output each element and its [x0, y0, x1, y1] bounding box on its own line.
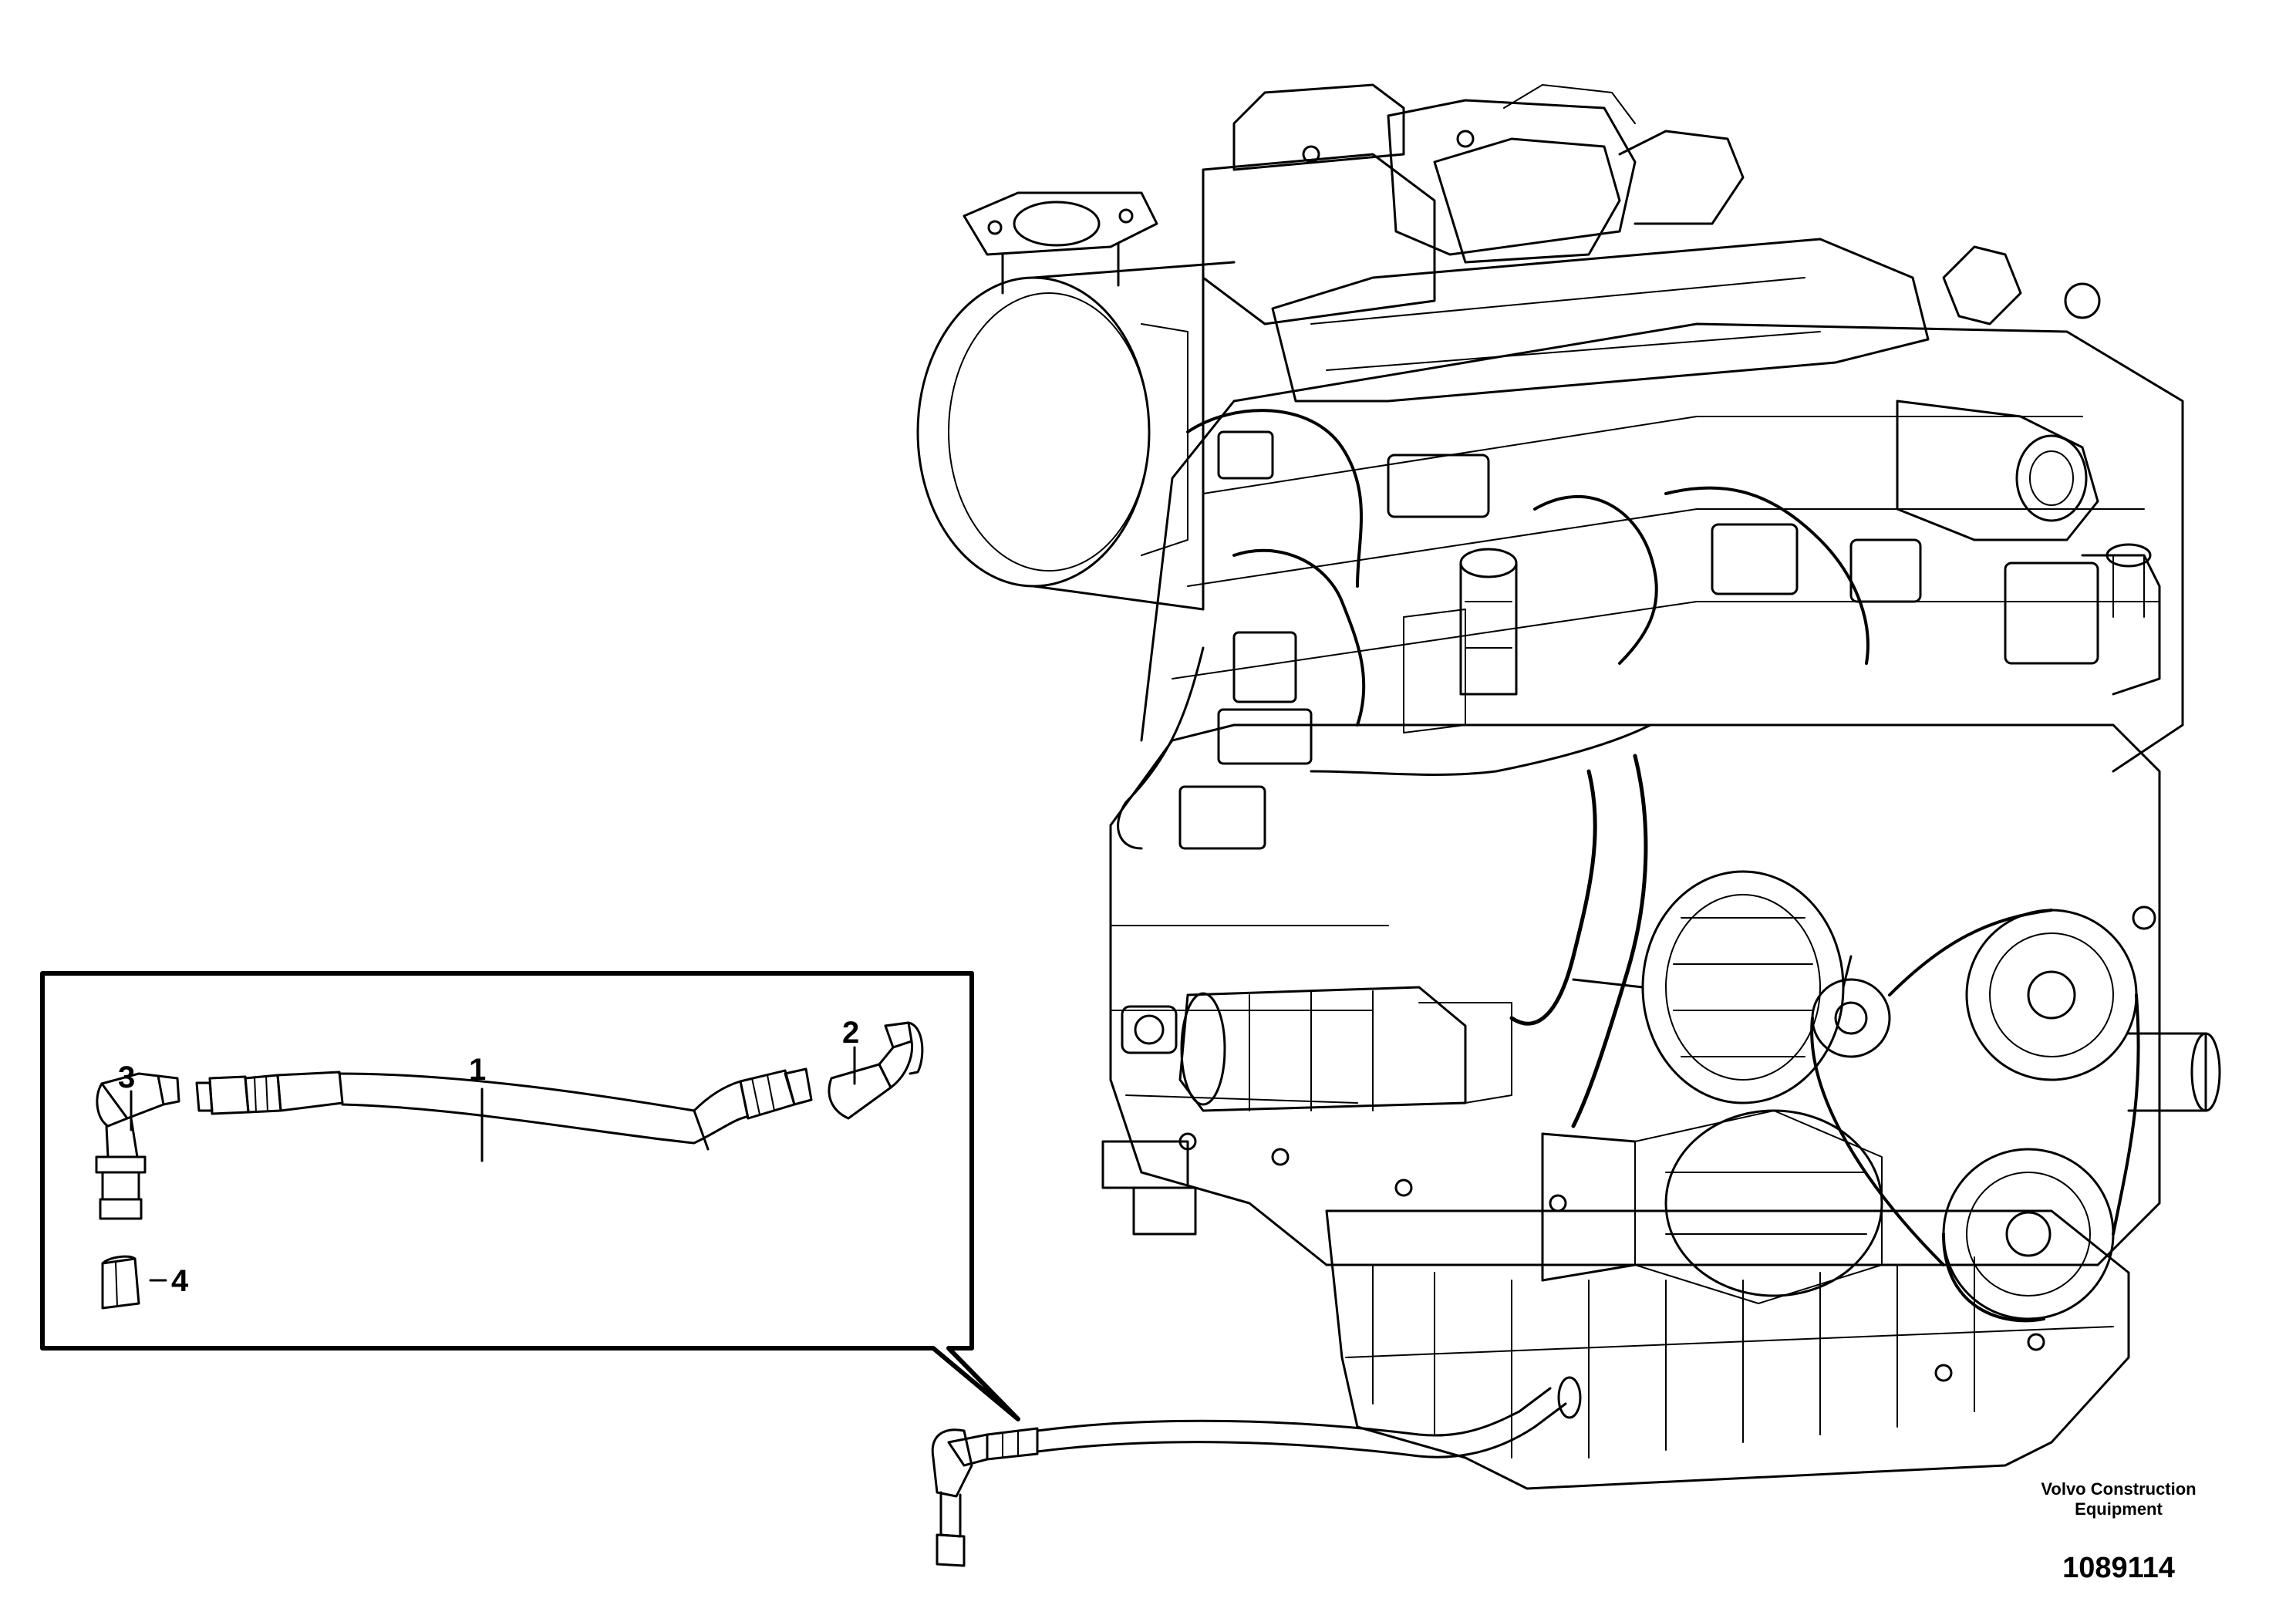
callout-3: 3: [118, 1061, 135, 1094]
publisher-line-2: Equipment: [2075, 1499, 2163, 1519]
compressor: [1541, 1109, 1883, 1304]
alternator: [1572, 870, 1853, 1104]
drawing-number: 1089114: [2062, 1552, 2175, 1584]
callout-4: 4: [171, 1264, 189, 1298]
part-hose: [195, 1067, 813, 1151]
starter-motor: [1178, 986, 1512, 1112]
engine-block: [1109, 723, 2161, 1266]
aftertreatment-canister: [916, 261, 1236, 611]
part-elbow-adapter: [95, 1072, 180, 1220]
installed-drain-hose: [931, 1376, 1582, 1567]
publisher-line-1: Volvo Construction: [2041, 1479, 2197, 1499]
part-cap-nut: [101, 1255, 140, 1310]
engine-assembly: [916, 83, 2221, 1490]
oil-pan: [1325, 1209, 2130, 1490]
callout-2: 2: [842, 1016, 859, 1050]
callout-box: [40, 971, 1020, 1421]
belt-drive: [1810, 909, 2140, 1323]
intake-manifold: [1271, 238, 1930, 403]
publisher-label: Volvo Construction Equipment: [1995, 1479, 2242, 1519]
exhaust-flange: [963, 191, 1158, 256]
part-elbow-fitting: [828, 1021, 924, 1120]
callout-1: 1: [469, 1053, 486, 1087]
cylinder-head: [1140, 322, 2184, 773]
